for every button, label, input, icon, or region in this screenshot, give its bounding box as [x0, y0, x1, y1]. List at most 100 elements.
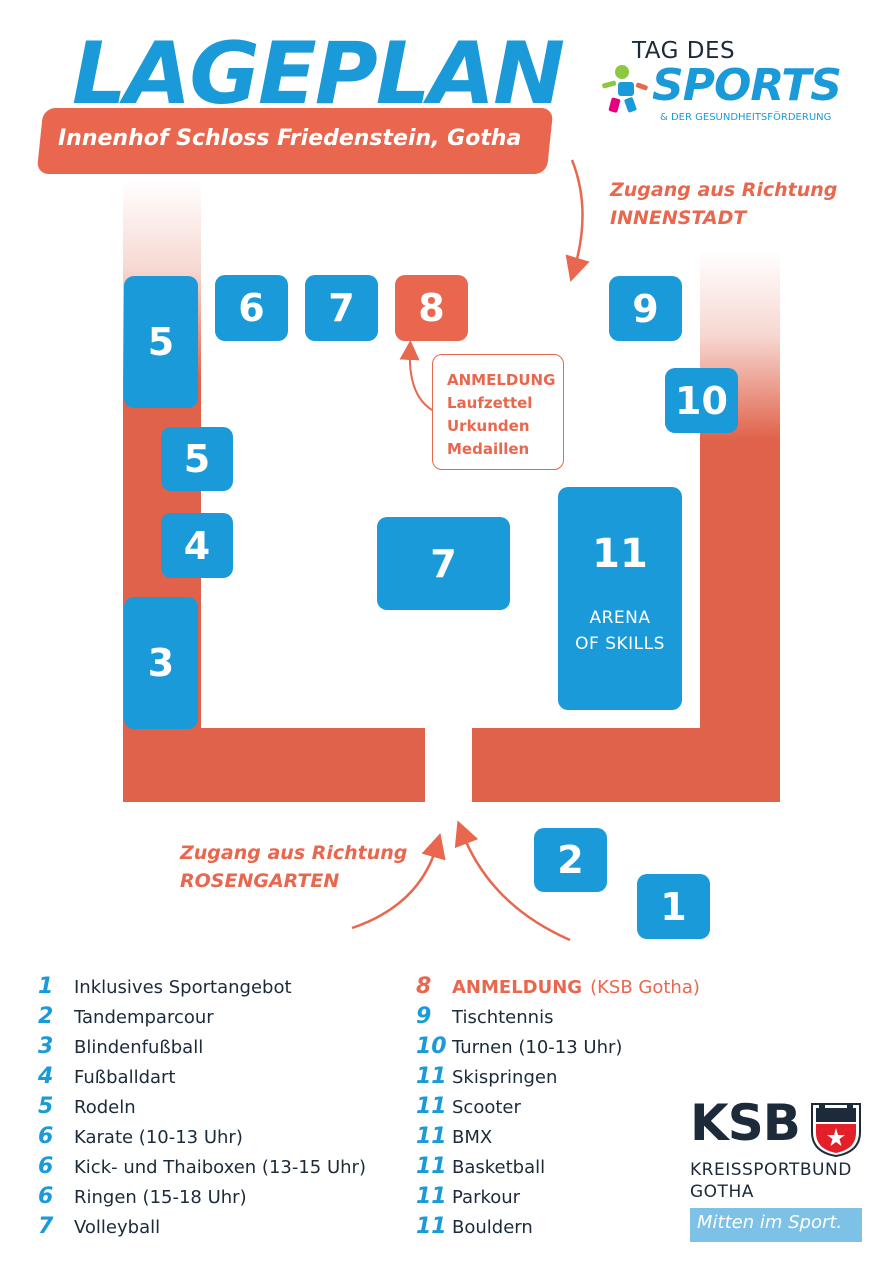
station-11-label: ARENA OF SKILLS	[575, 605, 665, 657]
arrow-innenstadt-icon	[565, 159, 590, 282]
legend-label: Turnen (10-13 Uhr)	[452, 1037, 623, 1058]
legend-number: 9	[416, 1004, 432, 1029]
legend-anmeldung-label: ANMELDUNG	[452, 977, 583, 998]
legend-number: 6	[38, 1184, 54, 1209]
ksb-slogan-bar	[690, 1208, 862, 1242]
legend-item: 4 Fußballdart	[38, 1064, 366, 1094]
legend-label: Inklusives Sportangebot	[74, 977, 292, 998]
legend-number: 1	[38, 974, 54, 999]
arrow-rosengarten-left-icon	[351, 832, 446, 930]
anmeldung-info-box: ANMELDUNG Laufzettel Urkunden Medaillen	[432, 354, 564, 470]
legend-number: 11	[416, 1214, 447, 1239]
ksb-coat-of-arms-icon	[811, 1103, 861, 1158]
legend-item-anmeldung: 8 ANMELDUNG (KSB Gotha)	[416, 974, 700, 1004]
station-4: 4	[161, 513, 233, 578]
station-8: 8	[395, 275, 468, 341]
legend-label: Tandemparcour	[74, 1007, 214, 1028]
logo-tag-des: TAG DES	[632, 38, 736, 64]
access-innenstadt-line1: Zugang aus Richtung	[610, 179, 838, 201]
legend-label: Tischtennis	[452, 1007, 554, 1028]
legend-number: 11	[416, 1124, 447, 1149]
station-2: 2	[534, 828, 607, 892]
legend-label: Ringen (15-18 Uhr)	[74, 1187, 247, 1208]
legend-label: Basketball	[452, 1157, 546, 1178]
station-11-arena: 11 ARENA OF SKILLS	[558, 487, 682, 710]
legend-number: 10	[416, 1034, 447, 1059]
legend-label: BMX	[452, 1127, 493, 1148]
access-rosengarten-label: Zugang aus Richtung ROSENGARTEN	[180, 839, 407, 895]
station-5-middle: 5	[161, 427, 233, 491]
tag-des-sports-figure-icon	[602, 65, 648, 113]
legend-number: 11	[416, 1064, 447, 1089]
legend-label: Kick- und Thaiboxen (13-15 Uhr)	[74, 1157, 366, 1178]
legend-label: Karate (10-13 Uhr)	[74, 1127, 243, 1148]
legend-number: 8	[416, 974, 432, 999]
legend-item: 6 Ringen (15-18 Uhr)	[38, 1184, 366, 1214]
legend-label: Rodeln	[74, 1097, 136, 1118]
legend-label: Blindenfußball	[74, 1037, 204, 1058]
anmeldung-line-1: ANMELDUNG	[447, 371, 556, 389]
station-7-center: 7	[377, 517, 510, 610]
legend-number: 7	[38, 1214, 54, 1239]
legend-number: 11	[416, 1184, 447, 1209]
logo-subline: & DER GESUNDHEITSFÖRDERUNG	[660, 112, 832, 123]
station-6: 6	[215, 275, 288, 341]
ksb-line-kreissportbund: KREISSPORTBUND	[690, 1160, 852, 1180]
station-11-number: 11	[592, 531, 648, 577]
anmeldung-line-2: Laufzettel	[447, 394, 533, 412]
legend-number: 4	[38, 1064, 54, 1089]
anmeldung-line-4: Medaillen	[447, 440, 530, 458]
legend-item: 6 Karate (10-13 Uhr)	[38, 1124, 366, 1154]
access-innenstadt-line2: INNENSTADT	[610, 207, 747, 229]
legend-label: Parkour	[452, 1187, 521, 1208]
station-5-top: 5	[124, 276, 198, 408]
ksb-logo-text: KSB	[690, 1094, 801, 1152]
legend-label: Fußballdart	[74, 1067, 176, 1088]
legend-number: 6	[38, 1124, 54, 1149]
legend-item: 1 Inklusives Sportangebot	[38, 974, 366, 1004]
legend-number: 5	[38, 1094, 54, 1119]
access-rosengarten-line1: Zugang aus Richtung	[180, 842, 408, 864]
legend-number: 11	[416, 1154, 447, 1179]
station-1: 1	[637, 874, 710, 939]
anmeldung-line-3: Urkunden	[447, 417, 530, 435]
arrow-anmeldung-icon	[399, 340, 433, 411]
legend-label: Skispringen	[452, 1067, 558, 1088]
legend-item: 9 Tischtennis	[416, 1004, 700, 1034]
access-rosengarten-line2: ROSENGARTEN	[180, 870, 340, 892]
legend-anmeldung-extra: (KSB Gotha)	[590, 977, 700, 998]
station-7-top: 7	[305, 275, 378, 341]
track-bottom-left	[123, 728, 425, 802]
legend-label: Scooter	[452, 1097, 521, 1118]
legend-label: Bouldern	[452, 1217, 533, 1238]
page-subtitle: Innenhof Schloss Friedenstein, Gotha	[58, 126, 522, 151]
legend-item: 7 Volleyball	[38, 1214, 366, 1244]
logo-sports: SPORTS	[652, 60, 842, 111]
legend-item: 6 Kick- und Thaiboxen (13-15 Uhr)	[38, 1154, 366, 1184]
ksb-slogan: Mitten im Sport.	[697, 1212, 843, 1233]
ksb-line-gotha: GOTHA	[690, 1182, 754, 1202]
legend-number: 2	[38, 1004, 54, 1029]
station-10: 10	[665, 368, 738, 433]
arrow-rosengarten-right-icon	[454, 820, 571, 942]
legend-item: 2 Tandemparcour	[38, 1004, 366, 1034]
station-11-label-line1: ARENA	[589, 608, 651, 628]
legend-label: Volleyball	[74, 1217, 161, 1238]
station-11-label-line2: OF SKILLS	[575, 634, 665, 654]
access-innenstadt-label: Zugang aus Richtung INNENSTADT	[610, 176, 837, 232]
legend-label: ANMELDUNG (KSB Gotha)	[452, 977, 700, 998]
legend-number: 3	[38, 1034, 54, 1059]
legend-item: 3 Blindenfußball	[38, 1034, 366, 1064]
legend-number: 6	[38, 1154, 54, 1179]
station-9: 9	[609, 276, 682, 341]
page-title: LAGEPLAN	[72, 24, 565, 124]
legend-item: 5 Rodeln	[38, 1094, 366, 1124]
